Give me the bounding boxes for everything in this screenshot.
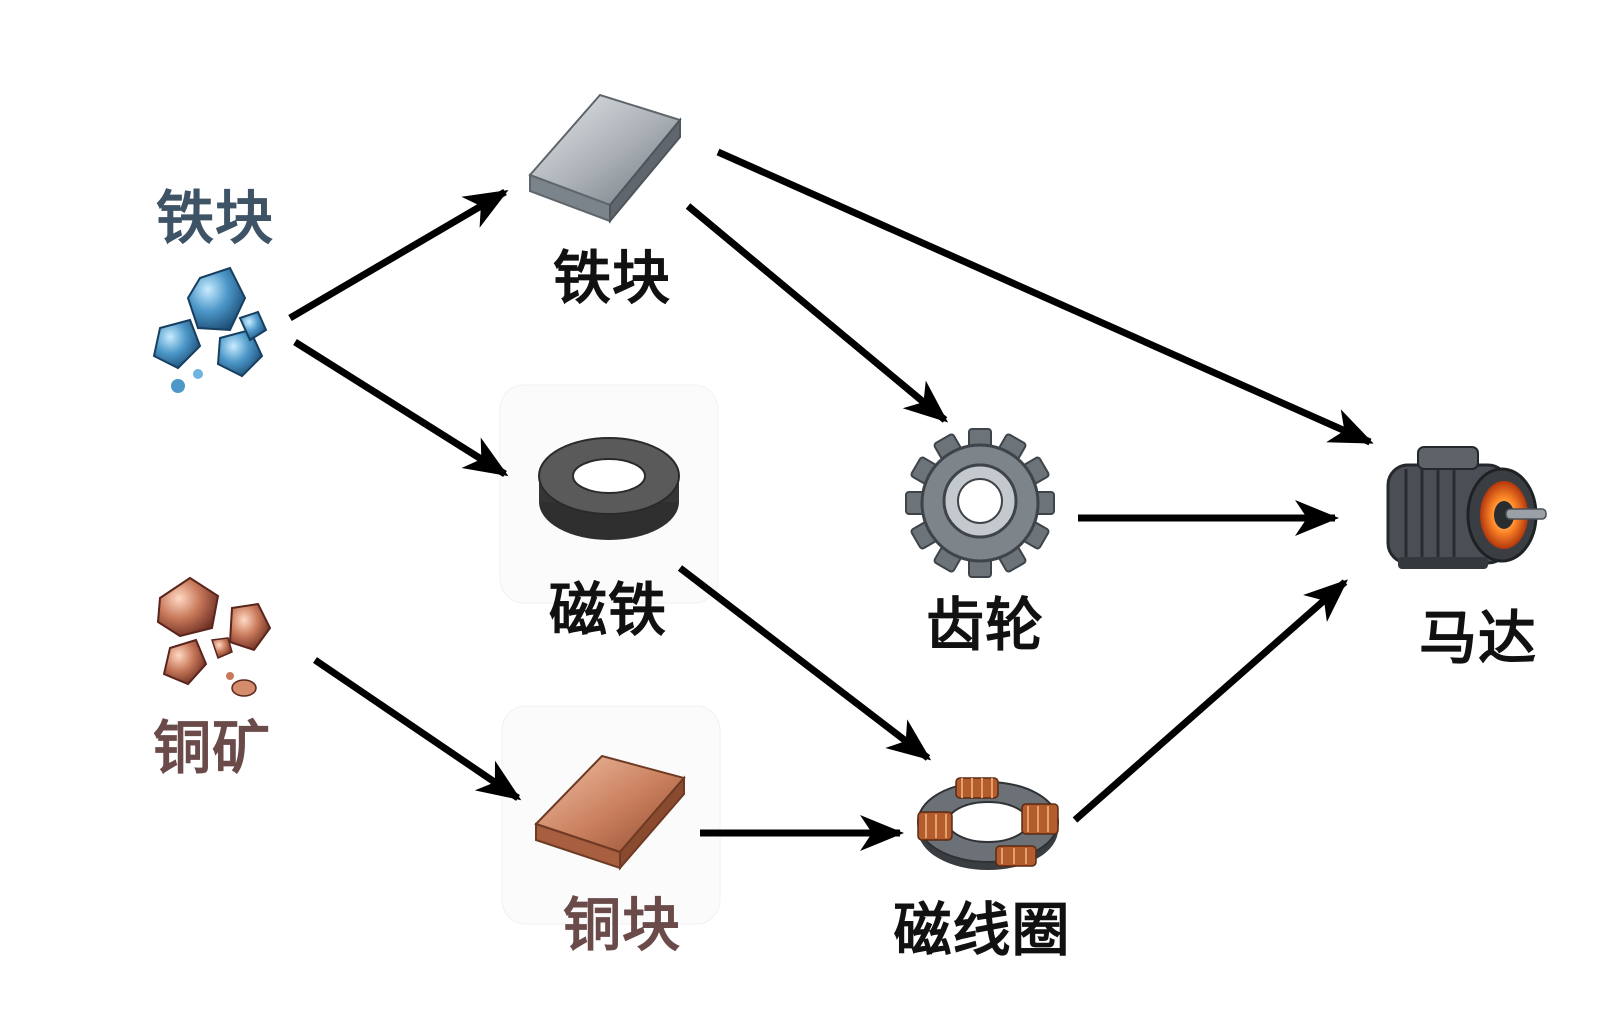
magnet-label: 磁铁 bbox=[548, 576, 668, 644]
arrow-iron-ingot-to-gear bbox=[685, 203, 949, 423]
copper-ingot-icon bbox=[534, 754, 686, 871]
copper-ore-label: 铜矿 bbox=[152, 714, 272, 782]
gear-icon bbox=[905, 428, 1055, 578]
arrow-magnet-to-coil bbox=[677, 565, 932, 761]
arrows bbox=[288, 148, 1374, 851]
magnet-ring-icon bbox=[538, 437, 680, 540]
arrow-iron-ingot-to-motor bbox=[716, 148, 1374, 446]
arrow-coil-to-motor bbox=[1072, 579, 1349, 823]
gear-label: 齿轮 bbox=[925, 591, 1045, 659]
iron-ore-icon bbox=[152, 266, 268, 393]
copper-ingot-label: 铜块 bbox=[562, 891, 682, 959]
arrow-iron-ore-to-magnet bbox=[293, 339, 509, 477]
motor-icon bbox=[1386, 446, 1547, 569]
coil-icon bbox=[917, 777, 1059, 870]
copper-ore-icon bbox=[156, 576, 272, 697]
iron-ore-label: 铁块 bbox=[155, 184, 275, 252]
motor-label: 马达 bbox=[1418, 604, 1538, 672]
arrow-copper-ore-to-copper-ingot bbox=[313, 657, 522, 801]
coil-label: 磁线圈 bbox=[893, 896, 1071, 964]
iron-ingot-label: 铁块 bbox=[552, 244, 672, 312]
arrow-iron-ore-to-iron-ingot bbox=[288, 188, 509, 322]
iron-ingot-icon bbox=[528, 93, 682, 224]
